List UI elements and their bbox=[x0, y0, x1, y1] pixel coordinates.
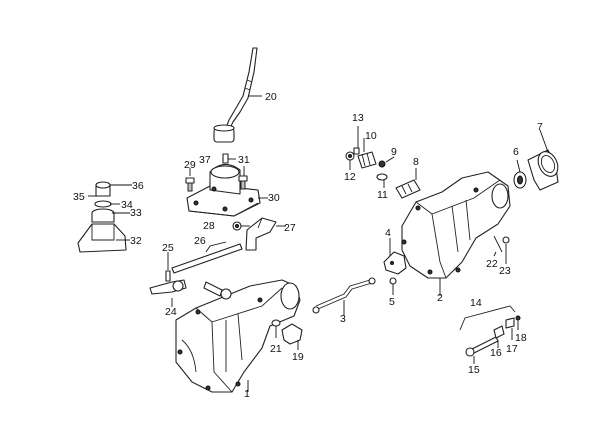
bolt-28 bbox=[232, 221, 242, 231]
callout-18: 18 bbox=[515, 332, 527, 344]
bushing-7 bbox=[527, 149, 559, 191]
shift-tower bbox=[186, 163, 261, 217]
callout-37: 37 bbox=[199, 154, 211, 166]
callout-25: 25 bbox=[162, 242, 174, 254]
boot-retainer bbox=[77, 181, 127, 253]
bolt-5 bbox=[389, 277, 397, 285]
callout-20: 20 bbox=[265, 91, 277, 103]
callout-24: 24 bbox=[165, 306, 177, 318]
shift-lever bbox=[213, 47, 258, 143]
callout-32: 32 bbox=[130, 235, 142, 247]
callout-26: 26 bbox=[194, 235, 206, 247]
linkage-rod bbox=[312, 277, 376, 314]
plug-21 bbox=[271, 319, 281, 327]
callout-10: 10 bbox=[365, 130, 377, 142]
callout-19: 19 bbox=[292, 351, 304, 363]
cover-plate bbox=[383, 251, 407, 275]
seal-9 bbox=[378, 160, 386, 168]
callout-6: 6 bbox=[513, 146, 519, 158]
washer-12-13 bbox=[345, 147, 360, 161]
pin-37 bbox=[222, 153, 229, 164]
bolt-29 bbox=[185, 177, 195, 192]
callout-27: 27 bbox=[284, 222, 296, 234]
callout-9: 9 bbox=[391, 146, 397, 158]
callout-36: 36 bbox=[132, 180, 144, 192]
bolt-31 bbox=[238, 175, 248, 190]
callout-17: 17 bbox=[506, 343, 518, 355]
callout-1: 1 bbox=[244, 388, 250, 400]
callout-2: 2 bbox=[437, 292, 443, 304]
sensor-19 bbox=[281, 323, 303, 345]
callout-8: 8 bbox=[413, 156, 419, 168]
driven-gear-10 bbox=[357, 151, 377, 169]
callout-30: 30 bbox=[268, 192, 280, 204]
rear-housing bbox=[401, 171, 511, 279]
bolt-set bbox=[459, 305, 521, 357]
callout-16: 16 bbox=[490, 347, 502, 359]
callout-35: 35 bbox=[73, 191, 85, 203]
callout-23: 23 bbox=[499, 265, 511, 277]
bolt-23 bbox=[502, 236, 510, 244]
callout-5: 5 bbox=[389, 296, 395, 308]
callout-4: 4 bbox=[385, 227, 391, 239]
callout-12: 12 bbox=[344, 171, 356, 183]
speedo-gear bbox=[395, 179, 421, 199]
callout-7: 7 bbox=[537, 121, 543, 133]
callout-11: 11 bbox=[377, 189, 388, 201]
callout-34: 34 bbox=[121, 199, 133, 211]
callout-15: 15 bbox=[468, 364, 480, 376]
callout-21: 21 bbox=[270, 343, 282, 355]
callout-22: 22 bbox=[486, 258, 498, 270]
callout-33: 33 bbox=[130, 207, 142, 219]
callout-14: 14 bbox=[470, 297, 482, 309]
shift-shaft bbox=[149, 270, 187, 295]
callout-3: 3 bbox=[340, 313, 346, 325]
callout-29: 29 bbox=[184, 159, 196, 171]
shift-rod bbox=[171, 243, 243, 274]
seal-6 bbox=[513, 171, 527, 189]
shift-arm bbox=[245, 217, 277, 251]
callout-28: 28 bbox=[203, 220, 215, 232]
callout-31: 31 bbox=[238, 154, 250, 166]
callouts: 1 2 3 4 5 6 7 8 9 10 11 12 13 14 15 16 1… bbox=[73, 91, 543, 400]
leader-lines bbox=[88, 95, 549, 392]
pin-22 bbox=[493, 235, 503, 253]
transmission-case bbox=[175, 279, 301, 393]
case-bolt bbox=[203, 281, 232, 300]
callout-13: 13 bbox=[352, 112, 364, 124]
oring-11 bbox=[376, 173, 388, 181]
